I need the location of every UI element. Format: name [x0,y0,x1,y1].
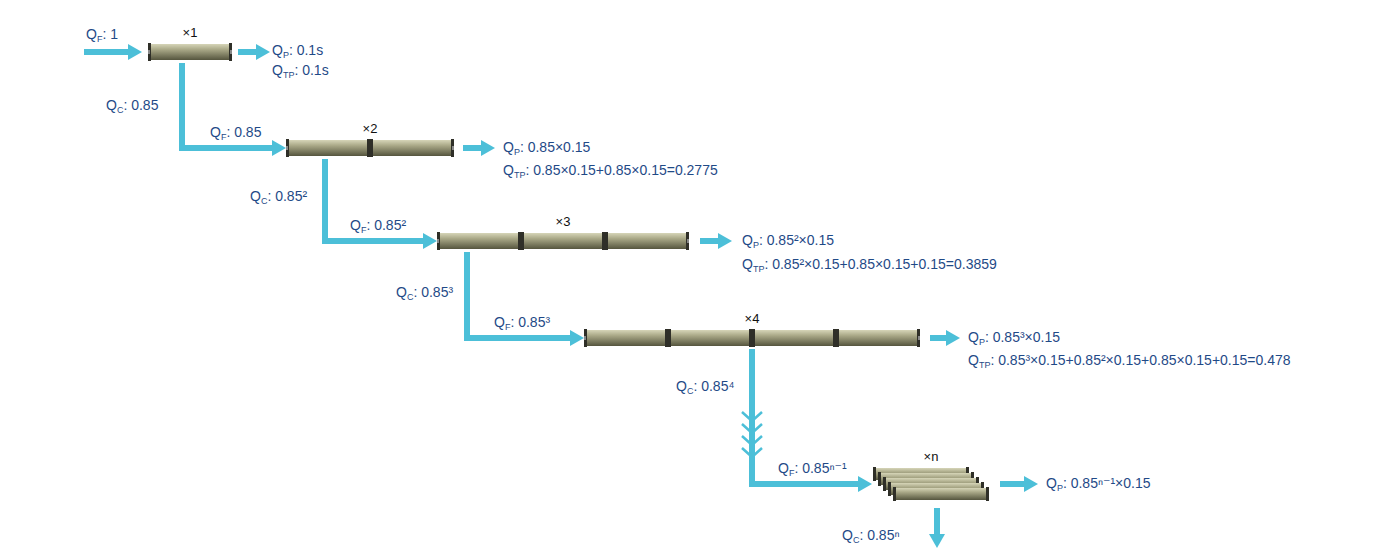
vessel-stage: ×n [872,449,990,501]
vessel-tube [752,329,836,347]
vessel-stage: ×4 [584,311,920,347]
flow-label: QTP: 0.85×0.15+0.85×0.15=0.2775 [503,162,718,179]
vessel-tube [148,43,232,61]
flow-label: QTP: 0.85³×0.15+0.85²×0.15+0.85×0.15+0.1… [968,352,1291,369]
vessel-stage: ×3 [437,214,689,250]
edge-label: QC: 0.85² [250,188,307,205]
stage-count: ×3 [437,214,689,230]
flow-label: QP: 0.85ⁿ⁻¹×0.15 [1046,475,1151,492]
stage-count: ×1 [148,25,232,41]
flow-label: QTP: 0.1s [272,62,329,79]
vessel-drawing [148,43,232,61]
flow-label: QF: 0.85³ [494,314,550,331]
vessel-tube [893,487,989,501]
vessel-drawing [437,232,689,250]
flow-label: QTP: 0.85²×0.15+0.85×0.15+0.15=0.3859 [742,256,997,273]
vessel-tube [584,329,668,347]
edge-label: QC: 0.85³ [396,284,453,301]
flow-label: QF: 0.85² [350,217,406,234]
vessel-tube [668,329,752,347]
concentrate-arrow [467,252,572,338]
vessel-tube [370,139,454,157]
vessel-tube [605,232,689,250]
vessel-tube [286,139,370,157]
flow-label: QP: 0.85³×0.15 [968,329,1060,346]
vessel-drawing [872,467,990,501]
stage-count: ×4 [584,311,920,327]
stage-count: ×2 [286,121,454,137]
edge-label: QC: 0.85⁴ [676,378,734,395]
flow-label: QF: 0.85ⁿ⁻¹ [778,460,847,477]
flow-label: QP: 0.1s [272,42,323,59]
vessel-tube [521,232,605,250]
flow-label: QP: 0.85²×0.15 [742,232,834,249]
flow-label: QF: 1 [86,26,118,43]
concentrate-arrow [182,63,274,148]
flow-label: QF: 0.85 [210,124,261,141]
stream-arrow [84,52,1026,536]
flow-label: QC: 0.85ⁿ [842,527,900,544]
vessel-drawing [584,329,920,347]
flow-label: QP: 0.85×0.15 [503,139,590,156]
concentrate-arrow [752,349,860,484]
stage-count: ×n [872,449,990,465]
vessel-tube [836,329,920,347]
vessel-stage: ×1 [148,25,232,61]
vessel-drawing [286,139,454,157]
edge-label: QC: 0.85 [106,97,158,114]
vessel-stage: ×2 [286,121,454,157]
concentrate-arrow [325,159,425,241]
vessel-tube [437,232,521,250]
